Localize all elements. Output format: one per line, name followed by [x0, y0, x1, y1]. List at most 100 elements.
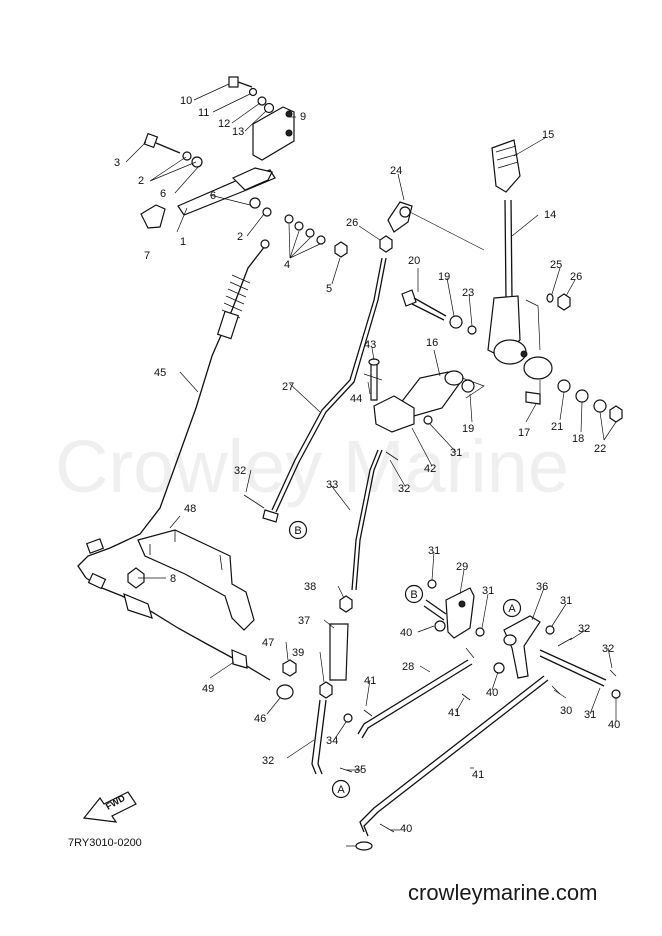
- callout-5: 5: [326, 283, 332, 295]
- washer-18: [575, 389, 589, 403]
- reference-marker-label: A: [508, 603, 516, 615]
- callout-25: 25: [550, 259, 562, 271]
- callout-41: 41: [472, 769, 484, 781]
- clip-44: [363, 373, 383, 381]
- grommet-46: [276, 684, 294, 700]
- callout-16: 16: [426, 337, 438, 349]
- throttle-cable-45: [77, 245, 266, 579]
- washer-4c: [305, 228, 315, 238]
- screw-47: [282, 659, 297, 677]
- callout-42: 42: [424, 463, 436, 475]
- reference-marker-label: B: [410, 589, 417, 601]
- callout-40: 40: [400, 627, 412, 639]
- washer-6b: [249, 197, 261, 209]
- callout-40: 40: [400, 823, 412, 835]
- callout-26: 26: [570, 271, 582, 283]
- washer-40c: [493, 662, 505, 674]
- callout-31: 31: [450, 447, 462, 459]
- callout-41: 41: [448, 707, 460, 719]
- washer-6: [191, 156, 203, 168]
- callout-40: 40: [608, 719, 620, 731]
- washer-31c: [475, 627, 485, 637]
- callout-9: 9: [300, 111, 306, 123]
- callout-32: 32: [398, 483, 410, 495]
- callout-14: 14: [544, 209, 556, 221]
- lever-36: [503, 615, 541, 679]
- callout-10: 10: [180, 95, 192, 107]
- callout-34: 34: [326, 735, 338, 747]
- clip-41a: [363, 709, 373, 717]
- callout-17: 17: [518, 427, 530, 439]
- callout-8: 8: [170, 573, 176, 585]
- callout-31: 31: [428, 545, 440, 557]
- callout-40: 40: [486, 687, 498, 699]
- reference-markers: B B A A: [288, 520, 522, 799]
- callout-33: 33: [326, 479, 338, 491]
- clip-41b: [461, 693, 471, 701]
- callout-49: 49: [202, 683, 214, 695]
- callout-32: 32: [262, 755, 274, 767]
- pin-32d: [557, 637, 573, 647]
- washer-2: [182, 151, 192, 161]
- reference-marker-b: B: [288, 520, 308, 540]
- callout-43: 43: [364, 339, 376, 351]
- callout-48: 48: [184, 503, 196, 515]
- washer-4b: [294, 221, 304, 231]
- reference-marker-a: A: [502, 598, 522, 618]
- callout-21: 21: [551, 421, 563, 433]
- nut-26: [379, 235, 393, 253]
- callout-32: 32: [234, 465, 246, 477]
- callout-29: 29: [456, 561, 468, 573]
- washer-21: [557, 379, 571, 393]
- washer-40d: [355, 841, 373, 851]
- callout-45: 45: [154, 367, 166, 379]
- callout-37: 37: [298, 615, 310, 627]
- callout-18: 18: [572, 433, 584, 445]
- shaft-30: [539, 649, 607, 687]
- callout-47: 47: [262, 637, 274, 649]
- callout-4: 4: [284, 259, 290, 271]
- pivot-block-42: [373, 395, 415, 433]
- reference-marker-circle: [404, 584, 424, 604]
- clamp-49: [231, 649, 248, 669]
- callout-27: 27: [282, 381, 294, 393]
- nut-8: [127, 567, 145, 589]
- website-label: crowleymarine.com: [408, 880, 598, 905]
- reference-marker-b: B: [404, 584, 424, 604]
- bolt-10: [228, 76, 253, 88]
- reference-marker-circle: [288, 520, 308, 540]
- callout-1: 1: [180, 236, 186, 248]
- washer-23: [467, 325, 477, 335]
- washer-22a: [593, 399, 607, 413]
- rod-27: [271, 257, 383, 511]
- callout-46: 46: [254, 713, 266, 725]
- bracket-48: [137, 529, 255, 631]
- callout-12: 12: [218, 118, 230, 130]
- callout-32: 32: [602, 643, 614, 655]
- bracket-29: [445, 587, 475, 639]
- callout-32: 32: [578, 623, 590, 635]
- pin-32b: [385, 451, 399, 461]
- washer-13: [263, 102, 275, 114]
- nut-5: [334, 241, 348, 258]
- callout-2: 2: [237, 231, 243, 243]
- callout-24: 24: [390, 165, 402, 177]
- washer-40b: [343, 713, 353, 723]
- forward-arrow-icon: FWD: [82, 791, 137, 823]
- callout-2: 2: [138, 175, 144, 187]
- clip-25: [546, 293, 554, 303]
- pin-32e: [609, 669, 617, 677]
- washer-11: [248, 87, 258, 97]
- callout-31: 31: [560, 595, 572, 607]
- reference-marker-label: B: [294, 525, 301, 537]
- rod-34: [311, 699, 327, 775]
- reference-marker-label: A: [337, 784, 345, 796]
- callout-44: 44: [350, 393, 362, 405]
- callout-13: 13: [232, 126, 244, 138]
- washer-31b: [427, 579, 437, 589]
- rod-33: [351, 449, 379, 591]
- reference-marker-circle: [502, 598, 522, 618]
